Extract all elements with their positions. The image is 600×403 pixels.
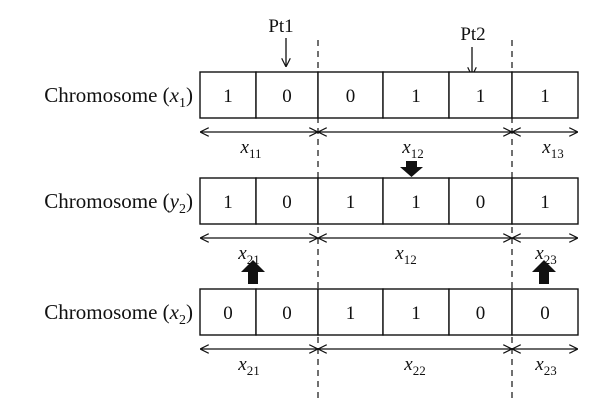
cut-point-2-label: Pt2 (460, 24, 485, 45)
gene-value: 1 (346, 192, 356, 213)
segment-label: x23 (534, 354, 556, 378)
segment-label: x21 (237, 354, 259, 378)
gene-value: 1 (346, 303, 356, 324)
segment-label: x22 (403, 354, 425, 378)
gene-value: 1 (540, 192, 550, 213)
gene-cell (511, 71, 579, 119)
gene-cell (511, 288, 579, 336)
gene-value: 1 (411, 192, 421, 213)
chromosome-label: Chromosome (y2) (44, 189, 193, 217)
cut-point-1-label: Pt1 (268, 16, 293, 37)
gene-value: 1 (411, 86, 421, 107)
block-arrow-down (400, 161, 423, 177)
gene-value: 0 (282, 192, 292, 213)
segment-label: x12 (394, 243, 416, 267)
segment-label: x13 (541, 137, 563, 161)
chromosome-row: Chromosome (x1) 1 0 0 1 1 1 x11 x12 x13 (44, 71, 579, 161)
gene-cell (511, 177, 579, 225)
gene-cell (199, 288, 257, 336)
gene-value: 1 (223, 86, 233, 107)
gene-value: 0 (476, 303, 486, 324)
segment-label: x11 (240, 137, 262, 161)
chromosome-label: Chromosome (x1) (44, 83, 193, 111)
gene-cell (317, 177, 384, 225)
gene-cell (317, 71, 384, 119)
gene-value: 1 (411, 303, 421, 324)
gene-cell (255, 71, 319, 119)
gene-value: 0 (476, 192, 486, 213)
gene-cell (382, 288, 450, 336)
gene-cell (199, 71, 257, 119)
gene-value: 1 (223, 192, 233, 213)
block-arrow-up-right (532, 260, 556, 284)
gene-value: 0 (223, 303, 233, 324)
gene-cell (448, 288, 513, 336)
gene-cell (382, 71, 450, 119)
chromosome-label: Chromosome (x2) (44, 300, 193, 328)
gene-value: 1 (476, 86, 486, 107)
chromosome-row: Chromosome (x2) 0 0 1 1 0 0 x21 x22 x23 (44, 288, 579, 378)
gene-value: 0 (346, 86, 356, 107)
gene-value: 0 (540, 303, 550, 324)
block-arrow-up-left (241, 260, 265, 284)
segment-label: x12 (401, 137, 423, 161)
gene-cell (448, 177, 513, 225)
gene-value: 0 (282, 86, 292, 107)
gene-cell (255, 288, 319, 336)
gene-value: 0 (282, 303, 292, 324)
gene-value: 1 (540, 86, 550, 107)
gene-cell (317, 288, 384, 336)
